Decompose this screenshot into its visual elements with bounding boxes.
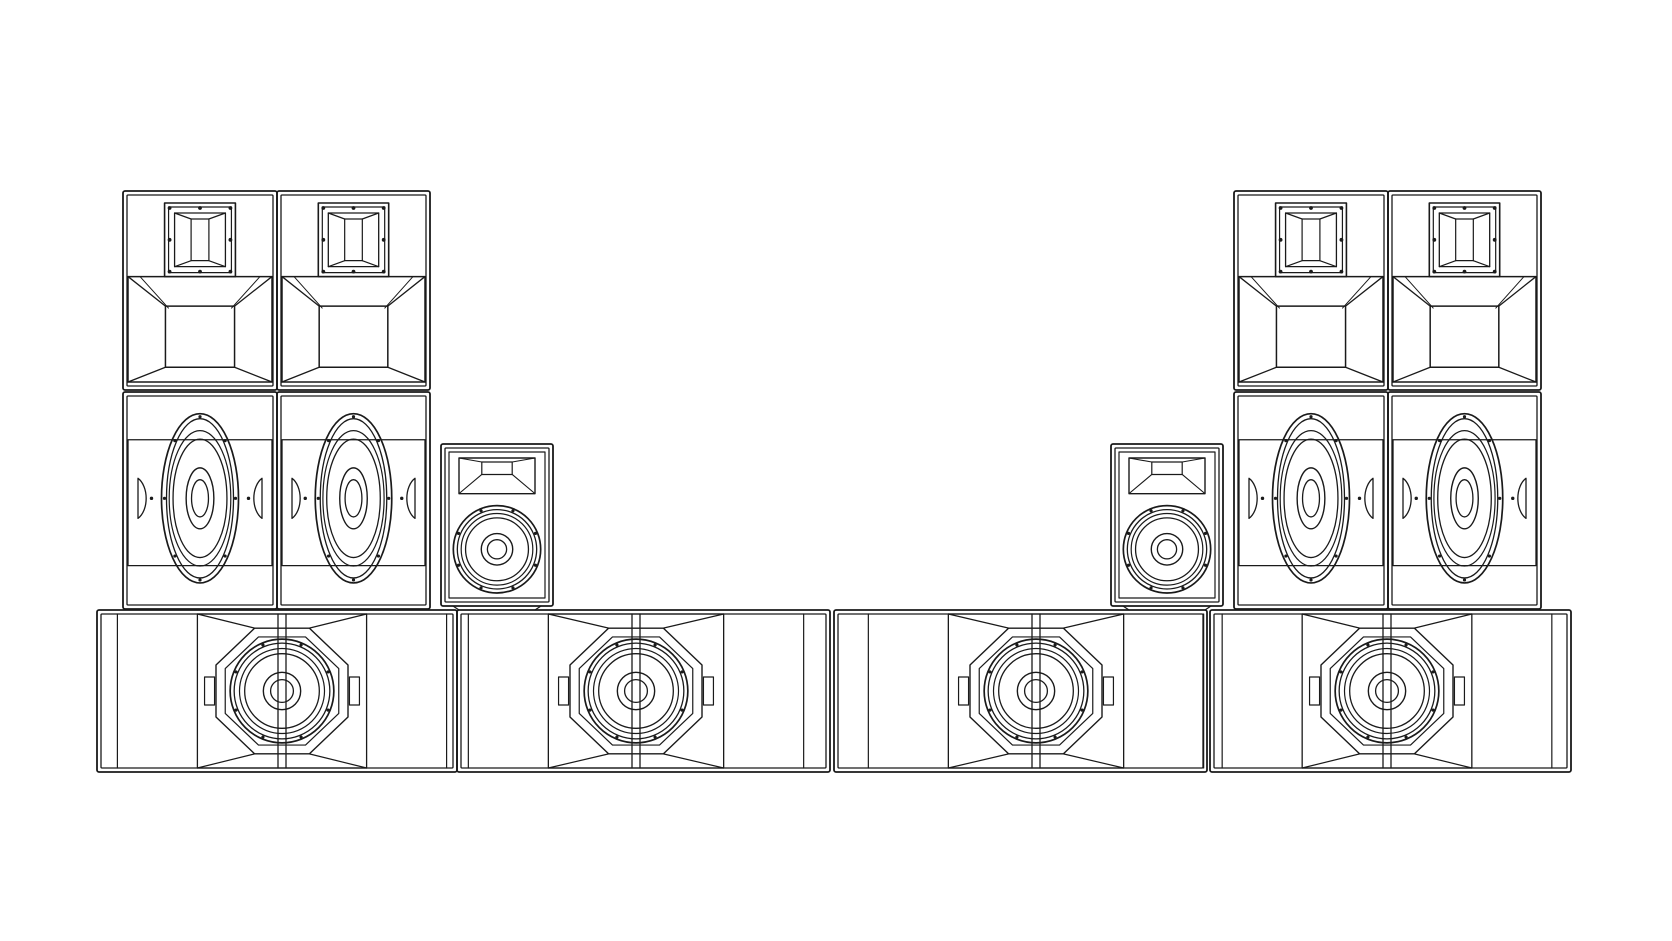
horn-top-cabinet — [1233, 190, 1389, 391]
horn-mouth-icon — [281, 275, 426, 383]
sub-woofer-icon — [983, 638, 1089, 744]
horn-flange-icon — [317, 202, 390, 278]
monitor-cabinet — [440, 443, 554, 611]
sub-woofer-icon — [229, 638, 335, 744]
monitor-woofer-icon — [452, 504, 542, 594]
horn-mouth-icon — [1392, 275, 1537, 383]
horn-flange-icon — [163, 202, 237, 278]
horn-mouth-icon — [127, 275, 273, 383]
cabinet-layer — [96, 190, 1572, 773]
horn-top-cabinet — [122, 190, 278, 391]
horn-flange-icon — [1274, 202, 1348, 278]
horn-icon — [458, 457, 536, 495]
subwoofer-cabinet — [1209, 609, 1572, 773]
sub-woofer-icon — [583, 638, 689, 744]
horn-icon — [1128, 457, 1206, 495]
horn-mouth-icon — [1238, 275, 1384, 383]
monitor-cabinet — [1110, 443, 1224, 611]
horn-top-cabinet — [1387, 190, 1542, 391]
mid-cabinet — [1387, 391, 1542, 610]
mid-cabinet — [122, 391, 278, 610]
mid-cabinet — [276, 391, 431, 610]
horn-flange-icon — [1428, 202, 1501, 278]
woofer-icon — [314, 412, 393, 584]
sub-woofer-icon — [1334, 638, 1440, 744]
woofer-icon — [1425, 412, 1504, 584]
mid-cabinet — [1233, 391, 1389, 610]
monitor-woofer-icon — [1122, 504, 1212, 594]
horn-top-cabinet — [276, 190, 431, 391]
subwoofer-cabinet — [96, 609, 458, 773]
subwoofer-cabinet — [833, 609, 1208, 773]
subwoofer-cabinet — [456, 609, 831, 773]
woofer-icon — [1271, 412, 1351, 584]
woofer-icon — [160, 412, 240, 584]
